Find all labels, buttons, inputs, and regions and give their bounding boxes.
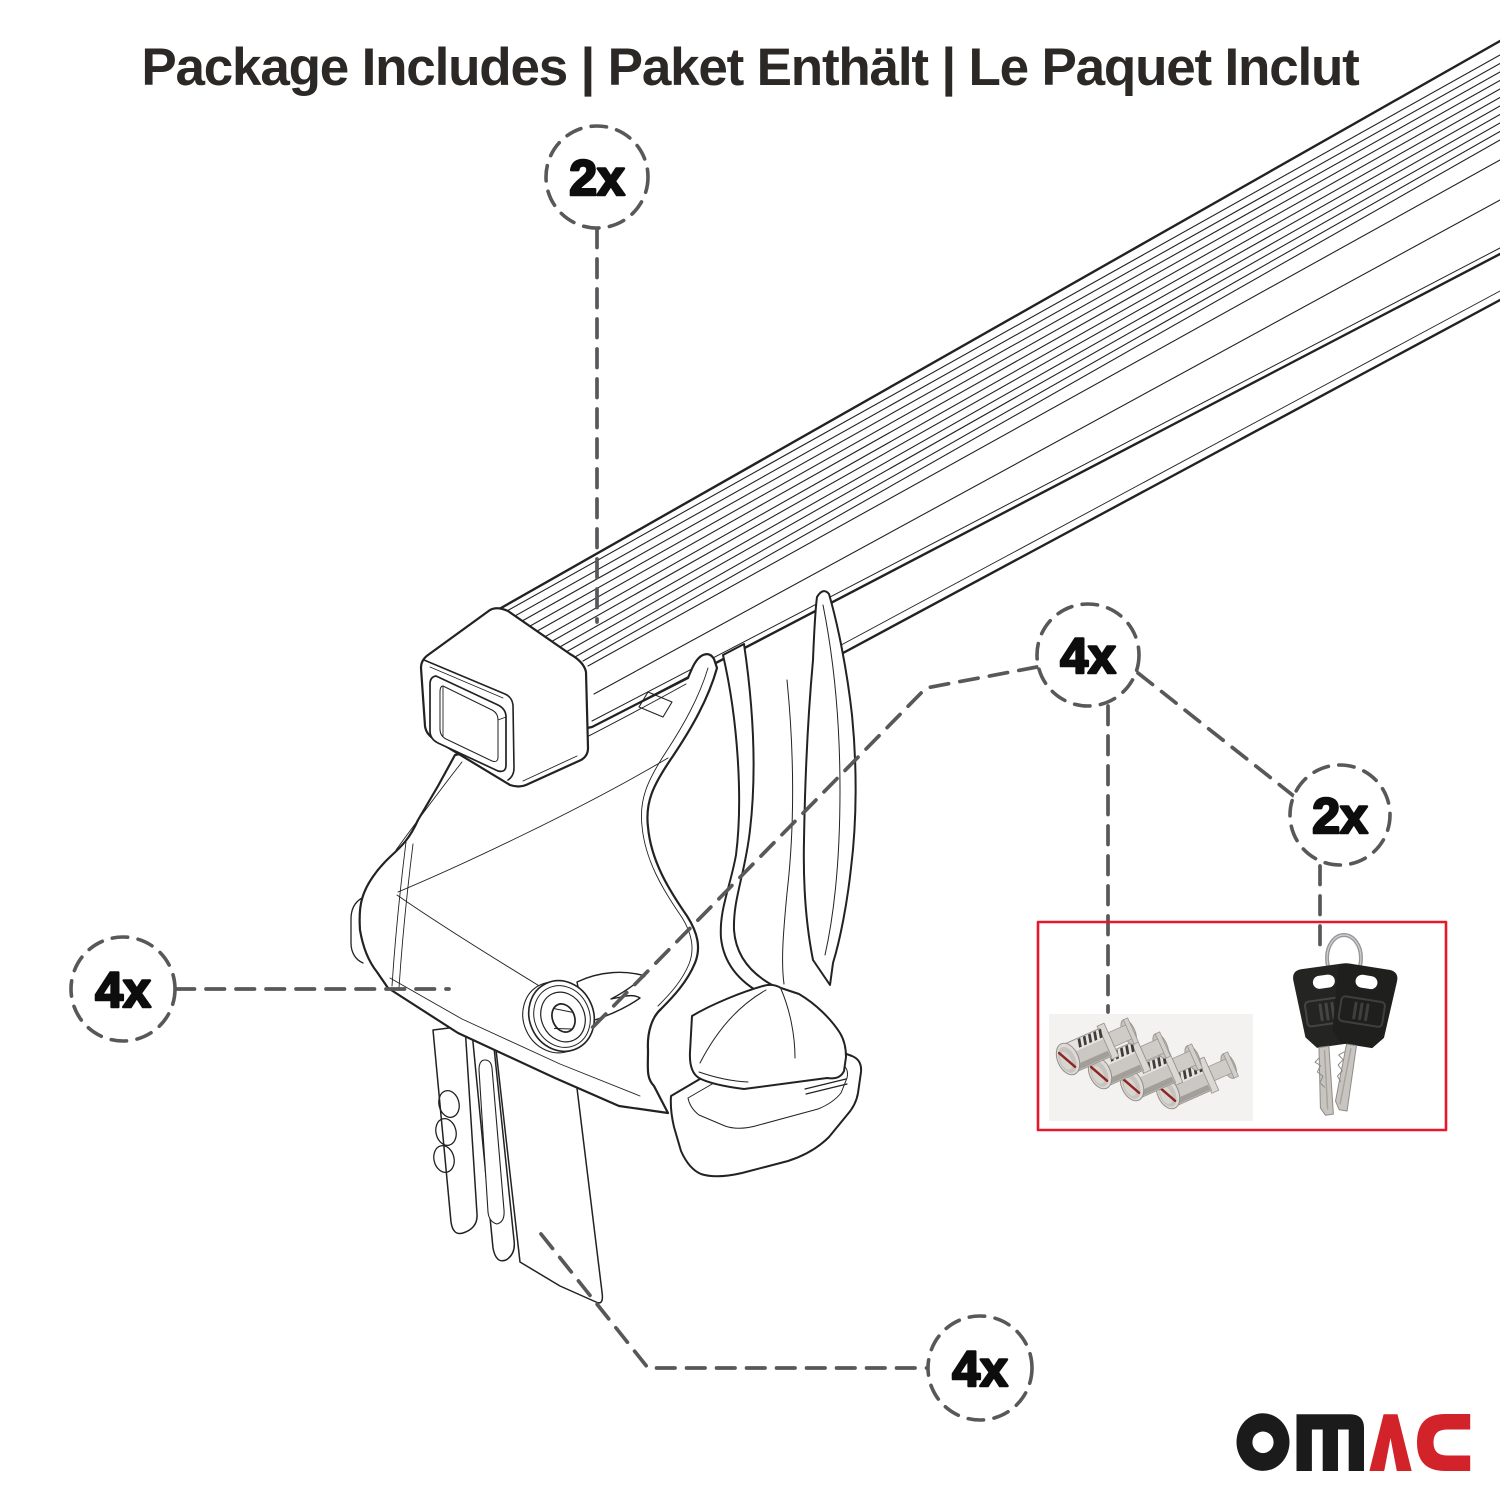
- svg-text:2x: 2x: [569, 150, 625, 206]
- svg-text:4x: 4x: [95, 962, 151, 1018]
- svg-text:4x: 4x: [952, 1341, 1008, 1397]
- svg-text:2x: 2x: [1312, 788, 1368, 844]
- svg-text:4x: 4x: [1060, 628, 1116, 684]
